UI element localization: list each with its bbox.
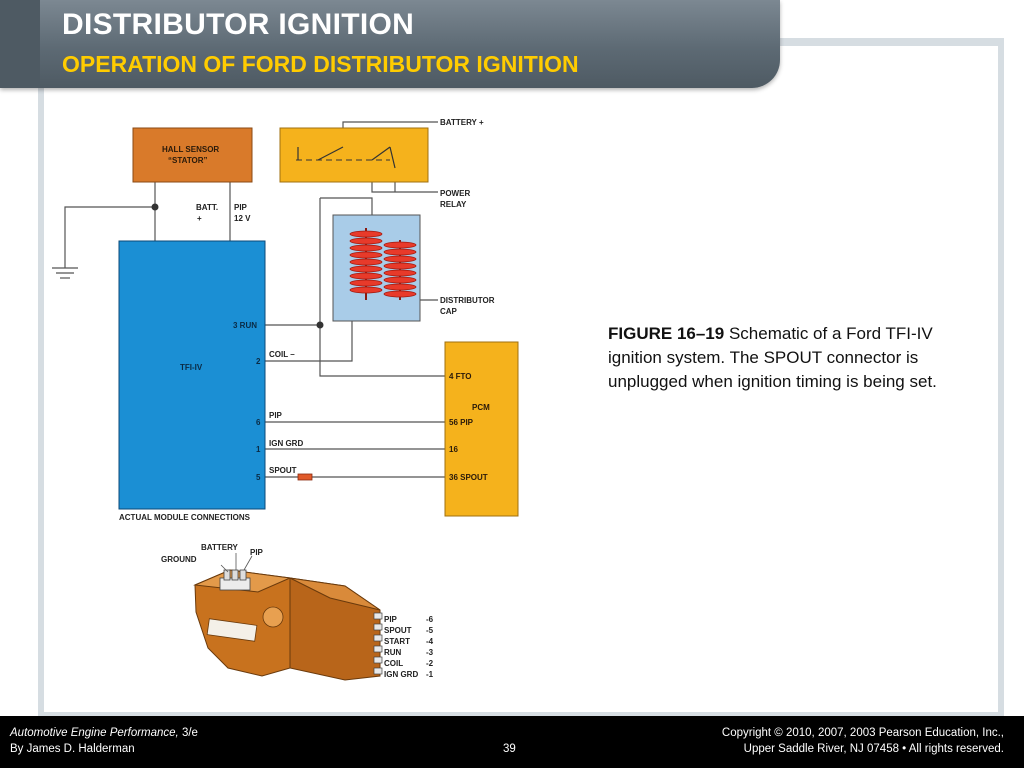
slide-title: DISTRIBUTOR IGNITION <box>62 8 415 41</box>
footer-book-title: Automotive Engine Performance, <box>10 727 179 739</box>
figure-caption: FIGURE 16–19 Schematic of a Ford TFI-IV … <box>608 322 968 394</box>
footer-copyright: Copyright © 2010, 2007, 2003 Pearson Edu… <box>721 727 1004 739</box>
pcm-box <box>444 341 519 517</box>
connector-pip-label: PIP <box>250 548 264 557</box>
run-label: 3 RUN <box>233 321 257 330</box>
figure-caption-text: Schematic of a Ford TFI-IV ignition syst… <box>608 324 937 391</box>
tfi-module-box <box>118 240 266 510</box>
pin6-label: 6 <box>256 418 261 427</box>
figure-number: FIGURE 16–19 <box>608 324 725 343</box>
relay-label: RELAY <box>440 200 467 209</box>
title-bar-edge <box>0 0 40 88</box>
hall-sensor-label: HALL SENSOR <box>162 145 219 154</box>
pcm-16-label: 16 <box>449 445 458 454</box>
pin-name: START <box>384 637 410 646</box>
hall-sensor-box <box>132 127 253 183</box>
title-bar: DISTRIBUTOR IGNITION OPERATION OF FORD D… <box>0 0 780 88</box>
slide-frame <box>38 38 1004 718</box>
footer-address: Upper Saddle River, NJ 07458 • All right… <box>743 743 1004 755</box>
footer-edition: 3/e <box>178 727 198 739</box>
pcm-pip-label: 56 PIP <box>449 418 474 427</box>
pin2-label: 2 <box>256 357 261 366</box>
pin5-label: 5 <box>256 473 261 482</box>
spout-wire-label: SPOUT <box>269 466 297 475</box>
pin-name: COIL <box>384 659 403 668</box>
distributor-label: DISTRIBUTOR <box>440 296 495 305</box>
pin-name: SPOUT <box>384 626 412 635</box>
cap-label: CAP <box>440 307 458 316</box>
pin-number: -2 <box>426 659 434 668</box>
actual-connections-label: ACTUAL MODULE CONNECTIONS <box>119 513 251 522</box>
page-number: 39 <box>503 743 516 755</box>
pcm-fto-label: 4 FTO <box>449 372 472 381</box>
pin-number: -5 <box>426 626 434 635</box>
pcm-spout-label: 36 SPOUT <box>449 473 488 482</box>
coil-wire-label: COIL – <box>269 350 295 359</box>
pin-number: -3 <box>426 648 434 657</box>
slide-subtitle: OPERATION OF FORD DISTRIBUTOR IGNITION <box>62 51 579 77</box>
stator-label: “STATOR” <box>168 156 208 165</box>
pin-number: -6 <box>426 615 434 624</box>
pin-number: -1 <box>426 670 434 679</box>
pin-name: IGN GRD <box>384 670 418 679</box>
pip-label: PIP <box>234 203 248 212</box>
footer-book: Automotive Engine Performance, 3/e <box>10 727 198 739</box>
pin-list: PIP -6 SPOUT -5 START -4 RUN -3 COIL -2 … <box>384 615 434 679</box>
batt-label: BATT. <box>196 203 218 212</box>
footer: Automotive Engine Performance, 3/e By Ja… <box>0 716 1024 768</box>
pcm-label: PCM <box>472 403 490 412</box>
power-relay-box <box>279 127 429 183</box>
pip-wire-label: PIP <box>269 411 283 420</box>
module-connector-illustration <box>193 553 383 681</box>
batt-plus-label: + <box>197 214 202 223</box>
ign-grd-label: IGN GRD <box>269 439 303 448</box>
pin-number: -4 <box>426 637 434 646</box>
pin-name: PIP <box>384 615 398 624</box>
footer-author: By James D. Halderman <box>10 743 135 755</box>
power-label: POWER <box>440 189 470 198</box>
pin1-label: 1 <box>256 445 261 454</box>
connector-battery-label: BATTERY <box>201 543 239 552</box>
tfi-label: TFI-IV <box>180 363 203 372</box>
battery-plus-label: BATTERY + <box>440 118 484 127</box>
pip-volts-label: 12 V <box>234 214 251 223</box>
spout-connector <box>297 473 313 481</box>
ignition-coil <box>349 228 417 300</box>
connector-ground-label: GROUND <box>161 555 197 564</box>
pin-name: RUN <box>384 648 402 657</box>
